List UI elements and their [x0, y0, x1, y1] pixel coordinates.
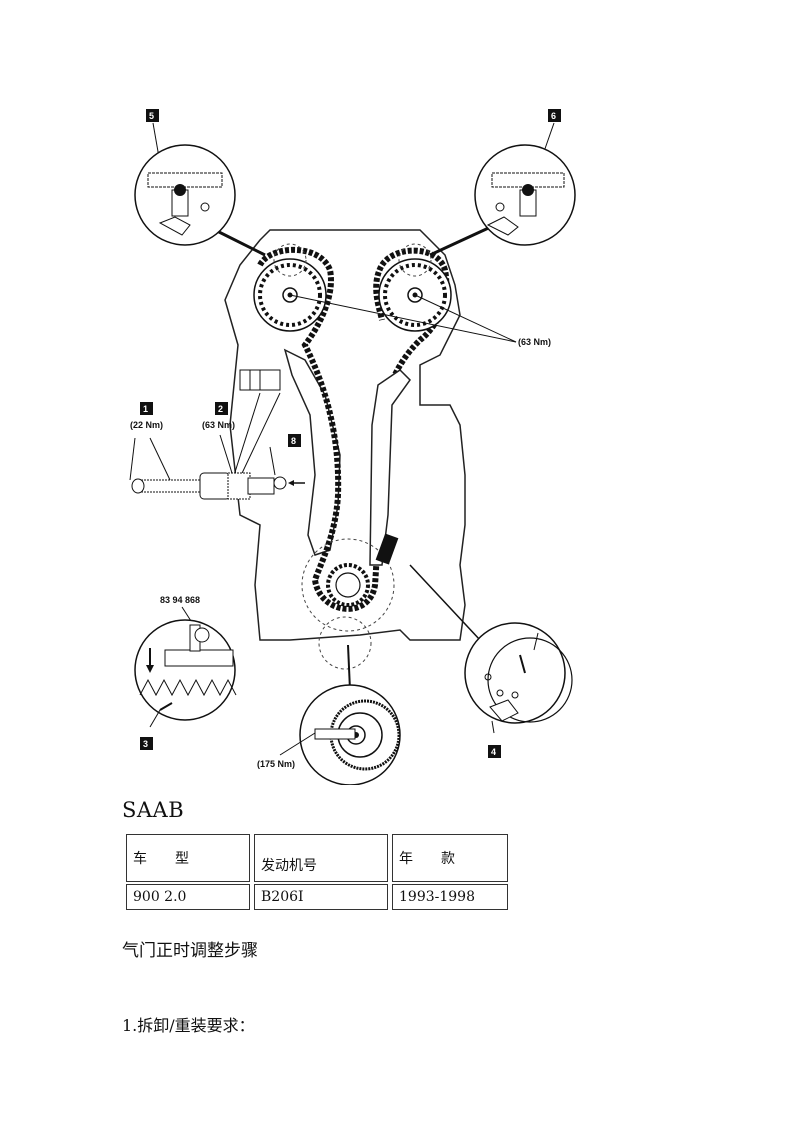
callout-3: 3: [143, 739, 148, 749]
callout-1: 1: [143, 404, 148, 414]
inset-5: [134, 122, 266, 257]
inset-3: 83 94 868: [134, 595, 237, 728]
header-model: 车型: [126, 834, 250, 882]
tensioner-torque-label: (63 Nm): [202, 420, 235, 430]
cell-model-year: 1993-1998: [392, 884, 508, 910]
brand-title: SAAB: [122, 798, 185, 822]
header-engine-code: 发动机号: [254, 834, 388, 882]
chain-guide-right: [369, 369, 411, 566]
crank-sprocket: [301, 538, 395, 632]
crank-pulley-inset: [279, 644, 401, 785]
callout-6: 6: [551, 111, 556, 121]
callout-2: 2: [218, 404, 223, 414]
tensioner-assembly: [129, 369, 305, 500]
section-title: 气门正时调整步骤: [122, 941, 258, 961]
header-model-year: 年款: [392, 834, 508, 882]
tool-number-label: 83 94 868: [160, 595, 200, 605]
timing-chain-diagram: (63 Nm) 5 6: [129, 109, 576, 785]
cell-model: 900 2.0: [126, 884, 250, 910]
crank-bolt-torque-label: (175 Nm): [257, 759, 295, 769]
cam-torque-label: (63 Nm): [518, 337, 551, 347]
timing-chain: [257, 246, 450, 612]
callout-8: 8: [291, 436, 296, 446]
callout-4: 4: [491, 747, 496, 757]
table-row: 900 2.0 B206I 1993-1998: [126, 884, 508, 910]
inset-4: [409, 564, 573, 734]
inset-6: [429, 122, 576, 257]
step-1-text: 1.拆卸/重装要求：: [122, 1016, 255, 1035]
callout-5: 5: [149, 111, 154, 121]
vehicle-spec-table: 车型 发动机号 年款 900 2.0 B206I 1993-1998: [122, 832, 512, 912]
cell-engine-code: B206I: [254, 884, 388, 910]
table-header-row: 车型 发动机号 年款: [126, 834, 508, 882]
tensioner-bolt-torque-label: (22 Nm): [130, 420, 163, 430]
